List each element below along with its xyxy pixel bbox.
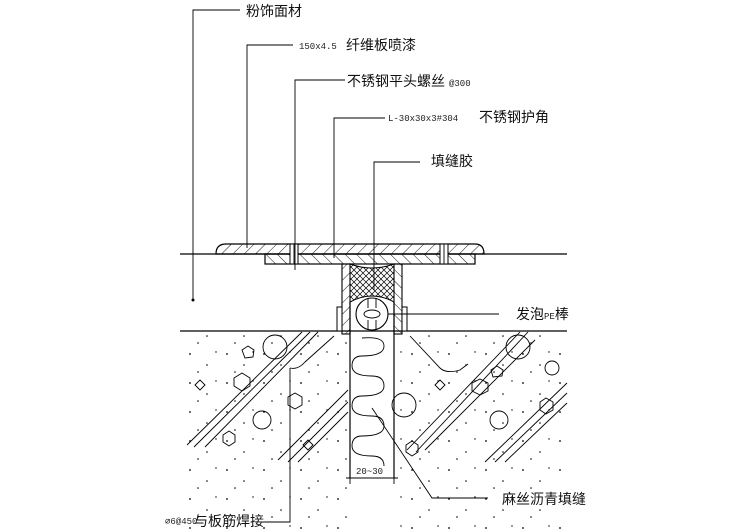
label-angle-spec: L-30x30x3#304 (388, 114, 458, 124)
sealant-fill (349, 263, 395, 303)
label-angle-guard: 不锈钢护角 (479, 110, 549, 126)
label-screw-spacing: @300 (449, 79, 471, 89)
joint-width-label: 20~30 (356, 467, 383, 477)
concrete-slab (180, 332, 567, 530)
label-sealant: 填缝胶 (431, 153, 473, 170)
steel-angles (336, 263, 408, 335)
leader-lines (191, 9, 499, 523)
joint-gap (349, 302, 395, 478)
foam-pe-rod (355, 297, 389, 331)
screws (289, 243, 449, 265)
label-rebar-weld: 与板筋焊接 (194, 513, 264, 530)
label-fiber-board-spec: 150x4.5 (299, 42, 337, 52)
label-finish-material: 粉饰面材 (246, 4, 302, 20)
anchor-bars (289, 335, 469, 373)
label-fiber-board: 纤维板喷漆 (346, 38, 416, 54)
label-foam-rod: 发泡PE棒 (516, 307, 569, 323)
label-rebar-spec: ⌀6@450 (165, 517, 197, 527)
joint-width-dimension (346, 472, 398, 484)
label-hemp-asphalt: 麻丝沥青填缝 (502, 492, 586, 508)
cover-plate (215, 243, 485, 265)
label-screw: 不锈钢平头螺丝 (347, 74, 445, 90)
aggregate-stones (194, 334, 560, 457)
